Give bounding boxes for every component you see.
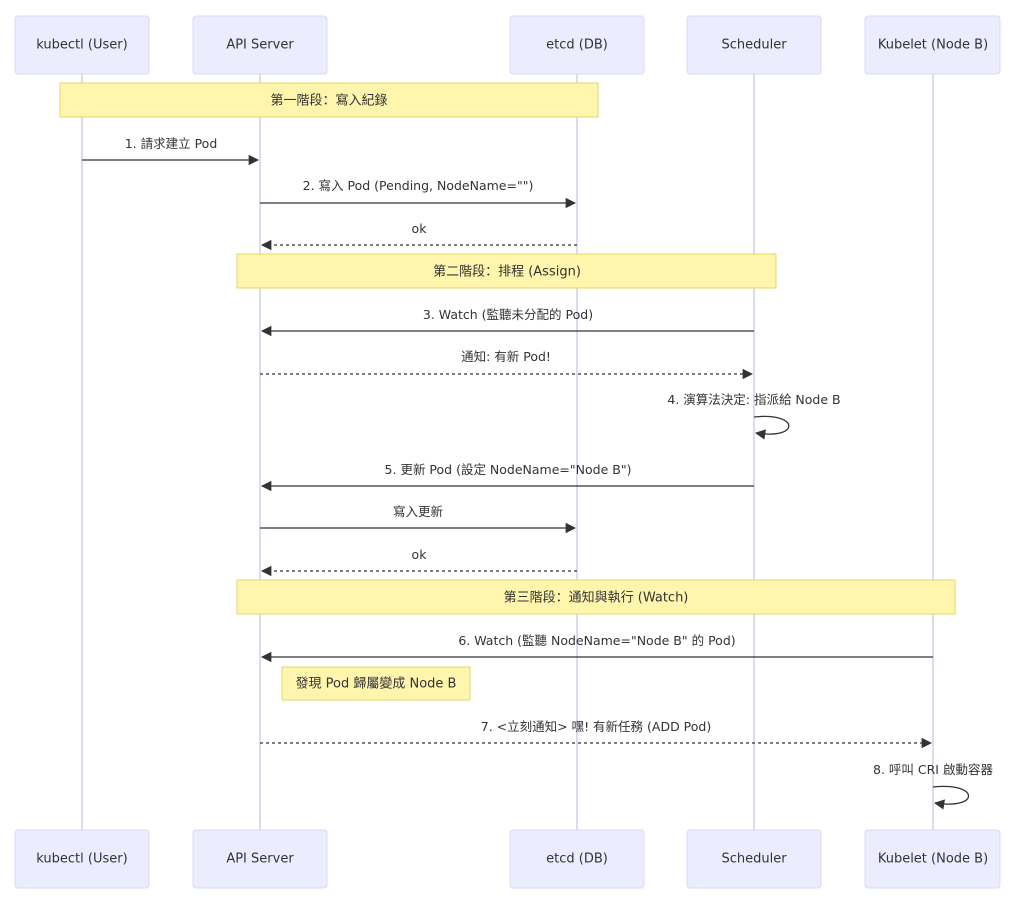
message-notify: 通知: 有新 Pod! [260,349,754,380]
message-label: 6. Watch (監聽 NodeName="Node B" 的 Pod) [458,633,735,648]
message-label: 通知: 有新 Pod! [461,349,551,364]
message-label: 7. <立刻通知> 嘿! 有新任務 (ADD Pod) [481,719,711,734]
message-ok-1: ok [260,221,577,251]
actor-bottom-api: API Server [192,829,328,889]
actor-label: Scheduler [721,38,787,53]
message-label: 5. 更新 Pod (設定 NodeName="Node B") [385,462,632,477]
note-pod-node-b: 發現 Pod 歸屬變成 Node B [281,666,471,701]
actor-label: etcd (DB) [546,852,608,867]
message-label: 8. 呼叫 CRI 啟動容器 [873,762,993,777]
message-label: 4. 演算法決定: 指派給 Node B [667,392,840,407]
message-2: 2. 寫入 Pod (Pending, NodeName="") [260,178,577,209]
actor-bottom-scheduler: Scheduler [686,829,822,889]
actor-bottom-kubelet: Kubelet (Node B) [864,829,1001,889]
actor-top-etcd: etcd (DB) [509,15,645,75]
message-4-self: 4. 演算法決定: 指派給 Node B [667,392,841,440]
actor-label: API Server [226,38,294,53]
message-write-update: 寫入更新 [260,504,577,534]
phase-1-banner: 第一階段：寫入紀錄 [59,82,599,118]
message-5: 5. 更新 Pod (設定 NodeName="Node B") [260,462,754,492]
phase-label: 第三階段：通知與執行 (Watch) [504,590,689,606]
actor-bottom-etcd: etcd (DB) [509,829,645,889]
actor-label: API Server [226,852,294,867]
phase-label: 第二階段：排程 (Assign) [433,265,581,280]
actor-label: Kubelet (Node B) [878,38,988,53]
message-8-self: 8. 呼叫 CRI 啟動容器 [873,762,993,810]
message-7: 7. <立刻通知> 嘿! 有新任務 (ADD Pod) [260,719,933,749]
actor-label: kubectl (User) [36,852,127,867]
phase-2-banner: 第二階段：排程 (Assign) [236,253,777,289]
actor-top-user: kubectl (User) [14,15,150,75]
message-ok-2: ok [260,547,577,577]
message-label: 寫入更新 [393,504,443,519]
actor-label: Scheduler [721,852,787,867]
message-label: 3. Watch (監聽未分配的 Pod) [423,307,593,322]
message-6: 6. Watch (監聽 NodeName="Node B" 的 Pod) [260,633,933,663]
actor-top-kubelet: Kubelet (Node B) [864,15,1001,75]
actor-top-scheduler: Scheduler [686,15,822,75]
message-label: 1. 請求建立 Pod [125,136,218,151]
note-label: 發現 Pod 歸屬變成 Node B [296,676,457,692]
actor-bottom-user: kubectl (User) [14,829,150,889]
actor-top-api: API Server [192,15,328,75]
message-label: 2. 寫入 Pod (Pending, NodeName="") [303,178,534,193]
actor-label: Kubelet (Node B) [878,852,988,867]
phase-label: 第一階段：寫入紀錄 [270,93,387,109]
actor-label: etcd (DB) [546,38,608,53]
message-label: ok [412,221,428,236]
message-1: 1. 請求建立 Pod [82,136,260,166]
actor-label: kubectl (User) [36,38,127,53]
message-3: 3. Watch (監聽未分配的 Pod) [260,307,754,337]
message-label: ok [412,547,428,562]
phase-3-banner: 第三階段：通知與執行 (Watch) [236,579,956,615]
